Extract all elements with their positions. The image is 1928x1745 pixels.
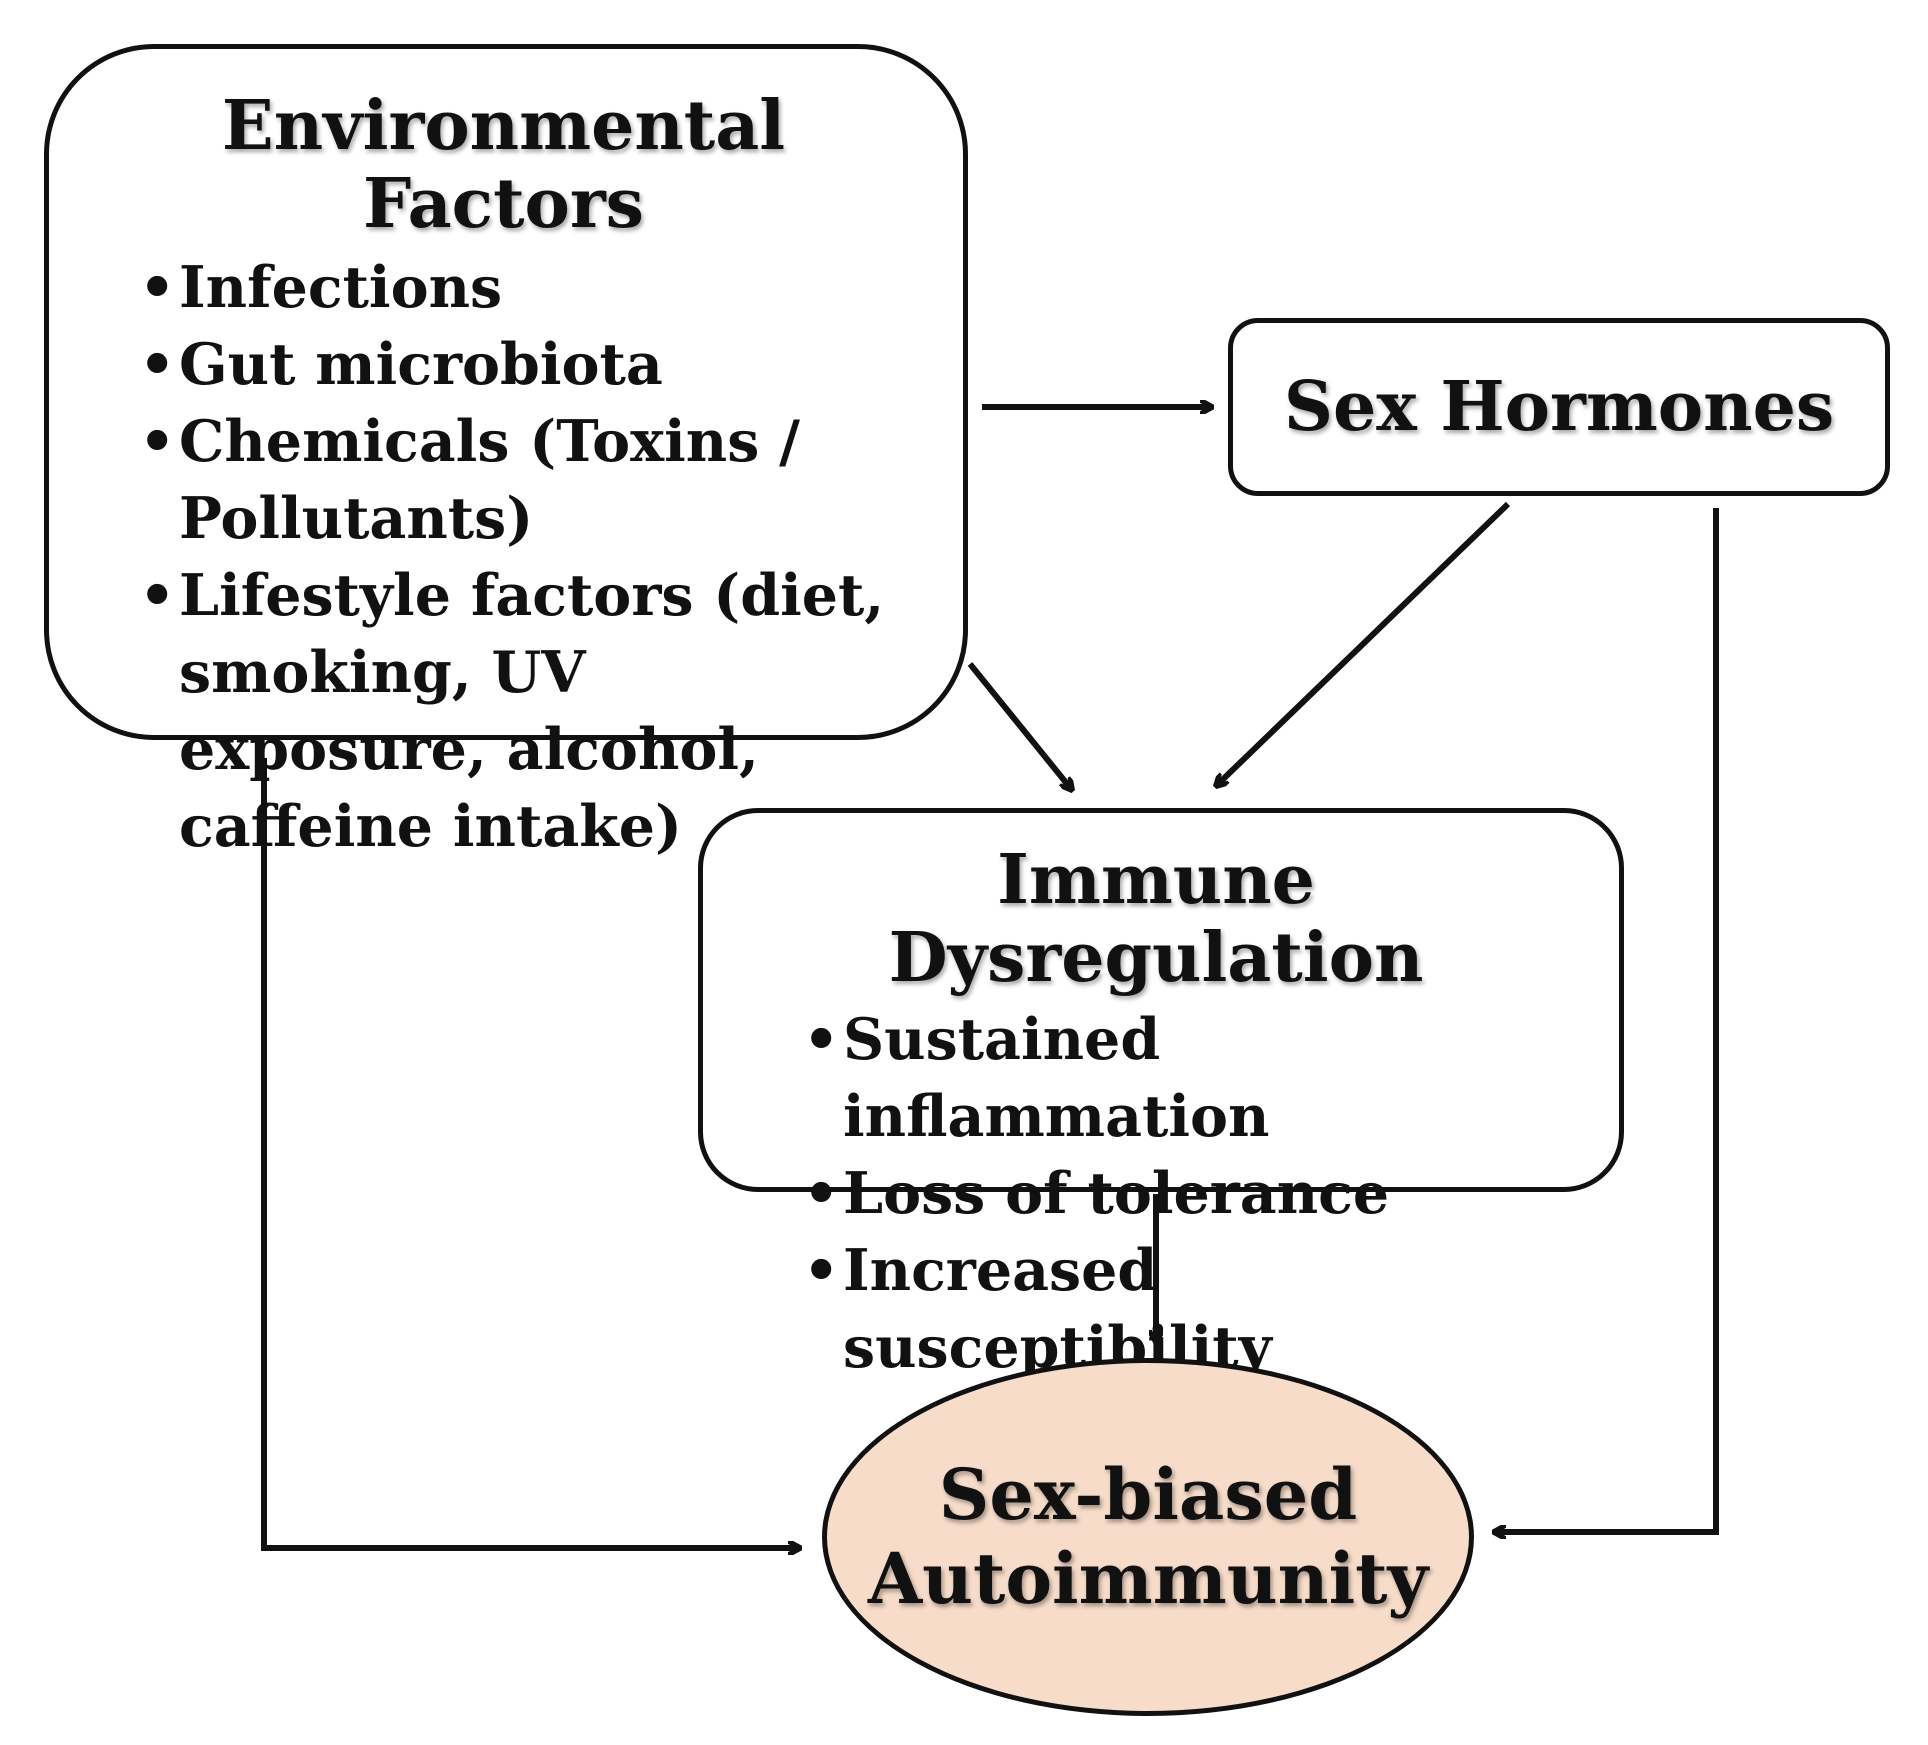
sex-biased-autoimmunity-oval: Sex-biased Autoimmunity: [822, 1358, 1474, 1716]
arrow-env-to-immune: [967, 662, 1072, 790]
arrow-hormones-to-autoimmunity: [1494, 508, 1719, 1532]
list-item: Gut microbiota: [139, 326, 913, 403]
arrow-env-to-autoimmunity: [261, 758, 800, 1548]
environmental-factors-list: Infections Gut microbiota Chemicals (Tox…: [139, 249, 913, 865]
immune-dysregulation-list: Sustained inflammation Loss of tolerance…: [803, 1001, 1579, 1386]
environmental-factors-title: Environmental Factors: [221, 86, 786, 245]
immune-dysregulation-title: Immune Dysregulation: [888, 840, 1424, 999]
autoimmunity-title-line1: Sex-biased: [938, 1453, 1358, 1536]
list-item: Sustained inflammation: [803, 1001, 1579, 1155]
arrow-hormones-to-immune: [1216, 501, 1511, 786]
immune-dysregulation-box: Immune Dysregulation Sustained inflammat…: [698, 808, 1624, 1381]
list-item: Chemicals (Toxins / Pollutants): [139, 403, 913, 557]
sex-hormones-box: Sex Hormones: [1228, 318, 1890, 496]
list-item: Lifestyle factors (diet, smoking, UV exp…: [139, 557, 913, 865]
environmental-factors-box: Environmental Factors Infections Gut mic…: [44, 44, 968, 860]
autoimmunity-title: Sex-biased Autoimmunity: [868, 1453, 1428, 1621]
sex-hormones-title: Sex Hormones: [1283, 366, 1835, 447]
list-item: Infections: [139, 249, 913, 326]
autoimmunity-title-line2: Autoimmunity: [867, 1537, 1429, 1620]
list-item: Loss of tolerance: [803, 1155, 1579, 1232]
